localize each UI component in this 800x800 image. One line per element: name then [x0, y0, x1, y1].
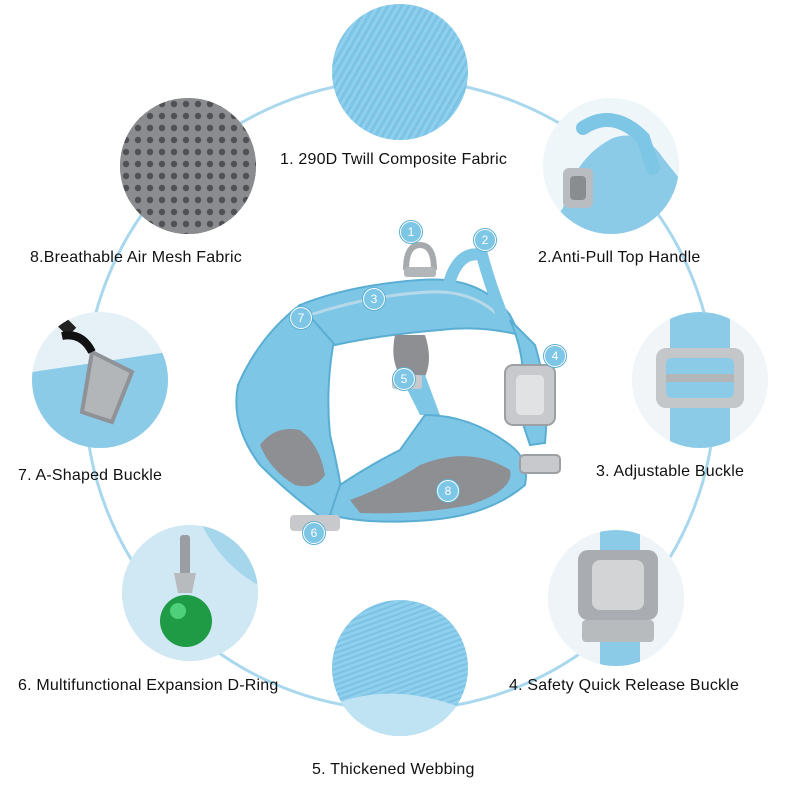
feature-photo-twill-fabric — [332, 4, 468, 140]
feature-photo-thickened-webbing — [332, 600, 468, 736]
label-air-mesh: 8.Breathable Air Mesh Fabric — [30, 249, 242, 266]
harness-marker-8: 8 — [437, 480, 459, 502]
feature-photo-top-handle — [543, 98, 679, 234]
feature-photo-d-ring — [122, 525, 258, 661]
label-quick-release-buckle: 4. Safety Quick Release Buckle — [509, 677, 740, 694]
label-thickened-webbing: 5. Thickened Webbing — [312, 761, 475, 778]
label-a-shaped-buckle: 7. A-Shaped Buckle — [18, 467, 163, 484]
label-twill-fabric: 1. 290D Twill Composite Fabric — [280, 151, 508, 168]
label-d-ring: 6. Multifunctional Expansion D-Ring — [18, 677, 279, 694]
feature-photo-a-shaped-buckle — [32, 312, 168, 448]
harness-marker-7: 7 — [290, 307, 312, 329]
label-adjustable-buckle: 3. Adjustable Buckle — [596, 463, 745, 480]
harness-marker-6: 6 — [303, 522, 325, 544]
harness-marker-1: 1 — [400, 221, 422, 243]
harness-marker-5: 5 — [393, 368, 415, 390]
feature-photo-quick-release-buckle — [548, 530, 684, 666]
harness-marker-4: 4 — [544, 345, 566, 367]
feature-photo-air-mesh — [120, 98, 256, 234]
harness-marker-3: 3 — [363, 288, 385, 310]
label-top-handle: 2.Anti-Pull Top Handle — [538, 249, 701, 266]
feature-photo-adjustable-buckle — [632, 312, 768, 448]
harness-marker-2: 2 — [474, 229, 496, 251]
